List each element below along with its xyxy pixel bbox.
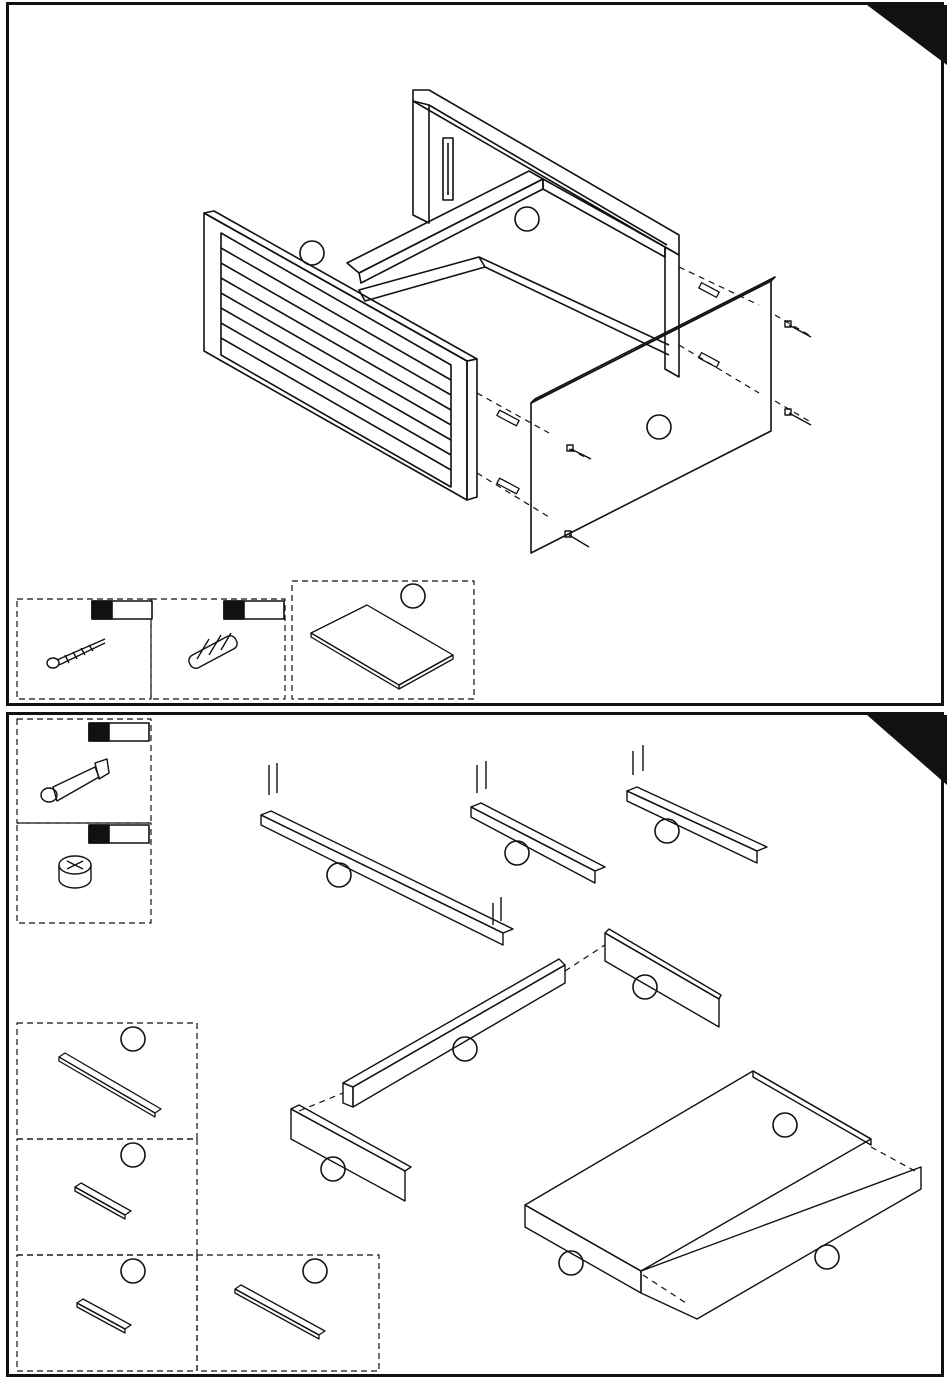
step-1-corner-tab [867,5,947,65]
long-rail-with-dowels [261,763,513,945]
step-2-panel [6,712,944,1377]
rail-assembly-middle [291,929,721,1201]
long-rail-thumbnail [59,1053,161,1117]
step-1-panel [6,2,944,706]
part-callout-circle [647,415,671,439]
qty-badge-cam-bolt [89,723,149,741]
part-box-panel [292,581,474,699]
medium-rail-with-dowels [471,761,605,883]
part-callout-circle [327,863,351,887]
wooden-dowel-icon [187,633,239,670]
part-callout-circle [401,584,425,608]
step-2-corner-tab [867,715,947,785]
part-callout-circle [633,975,657,999]
part-callout-circle [453,1037,477,1061]
part-callout-circle [300,241,324,265]
part-callout-circle [321,1157,345,1181]
step-2-diagram [9,715,947,1380]
small-rail-thumbnail [77,1299,131,1333]
part-callout-circle [121,1027,145,1051]
side-panel [531,277,775,553]
front-slat-panel [204,211,477,500]
part-callout-circle [515,207,539,231]
part-callout-circle [655,819,679,843]
short-rail-with-dowels [627,745,767,863]
short-rail-thumbnail [75,1183,131,1219]
part-callout-circle [121,1259,145,1283]
part-callout-circle [303,1259,327,1283]
qty-badge-dowel [224,601,284,619]
medium-rail-thumbnail [235,1285,325,1339]
part-callout-circle [121,1143,145,1167]
part-box-long-rail [17,1023,197,1139]
frame-assembly [525,1071,921,1319]
wood-screw-icon [47,639,105,668]
screws [565,321,811,547]
back-frame [413,90,679,377]
qty-badge-cam-lock [89,825,149,843]
step-1-diagram [9,5,947,709]
qty-badge-screw [92,601,152,619]
bottom-rails [347,171,669,355]
part-box-small-rail [17,1255,197,1371]
cam-lock-nut-icon [59,856,91,888]
part-box-medium-rail [197,1255,379,1371]
cam-bolt-icon [41,759,109,802]
panel-part-thumbnail [311,605,453,689]
part-callout-circle [505,841,529,865]
part-callout-circle [559,1251,583,1275]
part-callout-circle [815,1245,839,1269]
assembly-guides [477,267,809,517]
part-callout-circle [773,1113,797,1137]
